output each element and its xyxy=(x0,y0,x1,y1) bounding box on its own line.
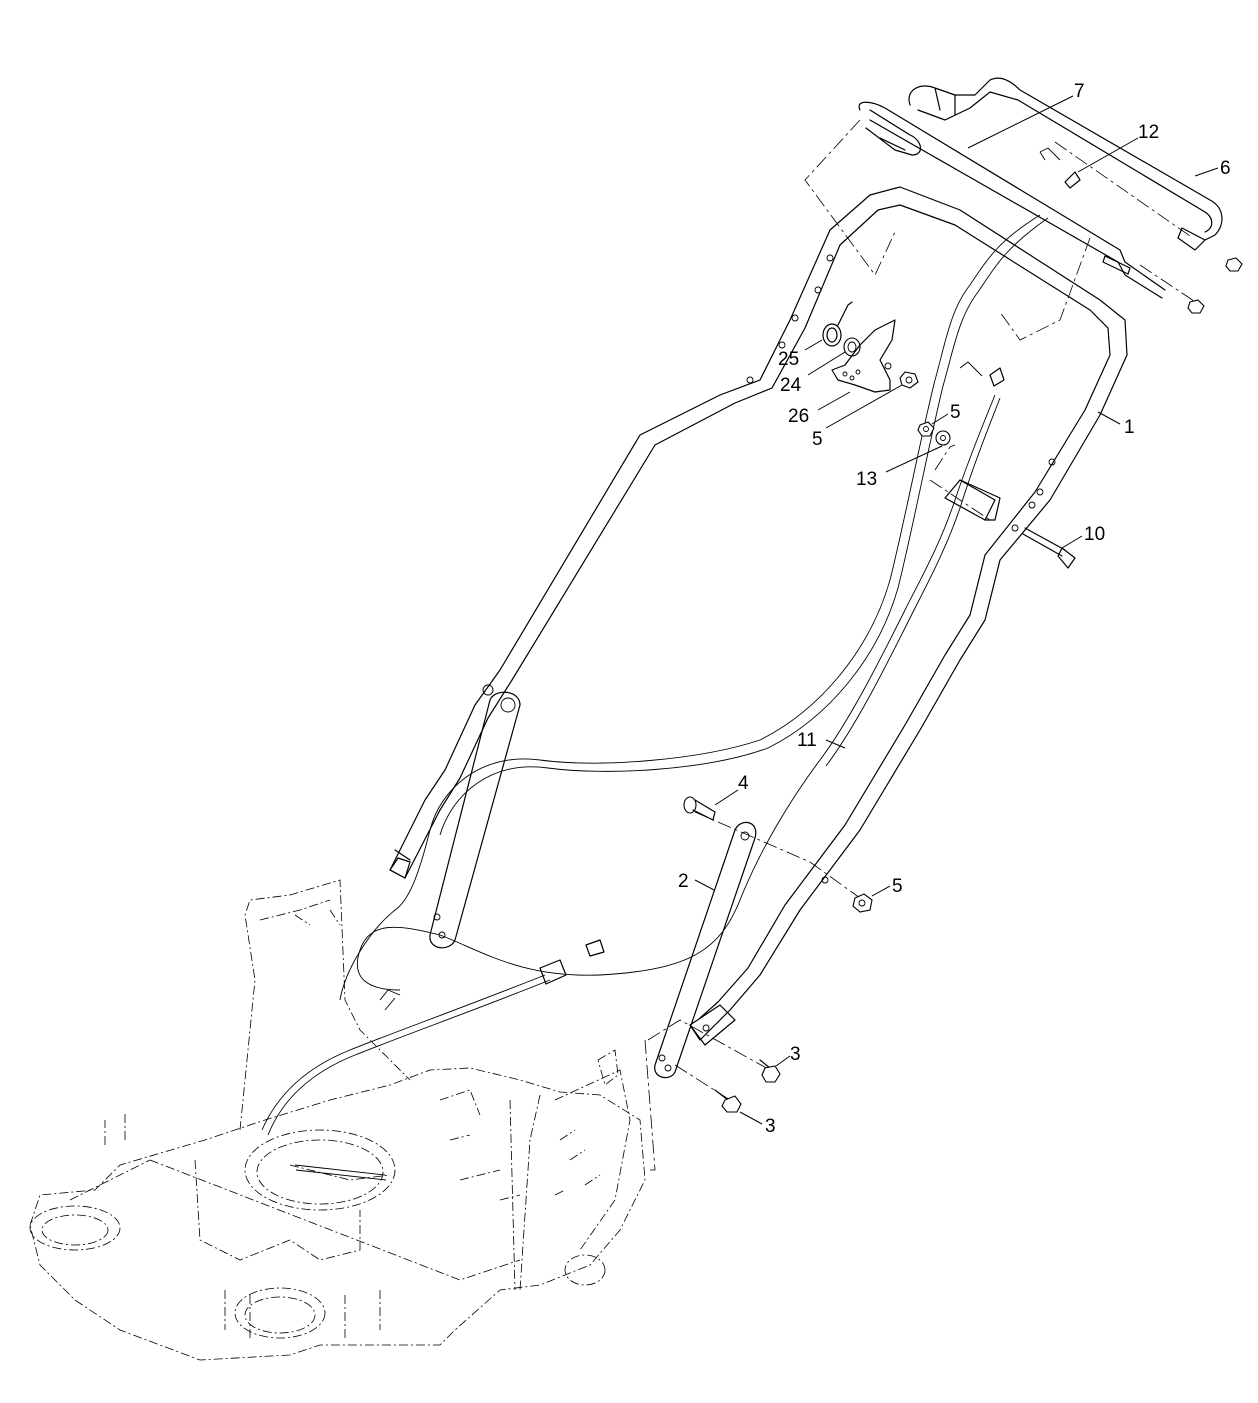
handle-arm-right xyxy=(654,821,757,1079)
handle-frame xyxy=(389,186,1128,1041)
callout-26: 26 xyxy=(788,391,851,427)
callout-10: 10 xyxy=(1061,524,1105,549)
callout-25: 25 xyxy=(778,339,823,370)
callout-1: 1 xyxy=(1097,411,1135,438)
callout-label-26: 26 xyxy=(788,406,809,427)
callout-2: 2 xyxy=(678,871,715,892)
callout-label-7: 7 xyxy=(1074,81,1085,102)
callout-24: 24 xyxy=(780,351,846,396)
callout-label-24: 24 xyxy=(780,375,802,396)
callout-label-10: 10 xyxy=(1084,524,1105,545)
pin-10 xyxy=(1022,527,1076,569)
callout-label-5-upper: 5 xyxy=(812,429,823,450)
callout-label-3-upper: 3 xyxy=(790,1044,801,1065)
callout-label-3-lower: 3 xyxy=(765,1116,776,1137)
bushing xyxy=(843,337,861,357)
control-handle xyxy=(908,77,1223,251)
bolt-3-lower xyxy=(714,1089,742,1113)
spring xyxy=(822,301,853,347)
callout-3-upper: 3 xyxy=(775,1044,801,1067)
callout-3-lower: 3 xyxy=(739,1111,776,1137)
traction-cable xyxy=(356,394,1001,991)
callout-11: 11 xyxy=(797,730,846,751)
callout-5-middle: 5 xyxy=(931,402,961,425)
drive-cable-lower xyxy=(261,939,605,1181)
callout-label-2: 2 xyxy=(678,871,689,892)
callout-label-6: 6 xyxy=(1220,158,1231,179)
callout-12: 12 xyxy=(1077,122,1159,173)
lever-bracket xyxy=(831,319,896,393)
cable-clamp-block xyxy=(944,479,1001,521)
callout-4: 4 xyxy=(714,773,749,806)
callout-label-5-middle: 5 xyxy=(950,402,961,423)
nut-5-lower xyxy=(852,893,873,913)
phantom-guide-lines xyxy=(644,119,1201,1171)
nut-control-handle xyxy=(1102,255,1243,314)
operator-bail xyxy=(858,101,1166,299)
callout-label-12: 12 xyxy=(1138,122,1159,143)
callout-7: 7 xyxy=(967,81,1085,149)
cable-end-bracket-upper xyxy=(959,147,1081,387)
callout-label-25: 25 xyxy=(778,349,799,370)
handle-arm-left xyxy=(429,691,521,949)
callout-6: 6 xyxy=(1194,158,1231,179)
callout-5-upper: 5 xyxy=(812,384,903,450)
control-cable-upper xyxy=(339,214,1049,1001)
mower-deck-phantom xyxy=(29,879,646,1361)
callout-label-4: 4 xyxy=(738,773,749,794)
callout-label-5-lower: 5 xyxy=(892,876,903,897)
handle-lower-left-end xyxy=(389,857,411,879)
callout-13: 13 xyxy=(856,445,943,490)
callout-label-13: 13 xyxy=(856,469,877,490)
callout-label-1: 1 xyxy=(1124,417,1135,438)
nut-5-middle xyxy=(917,421,935,437)
callout-5-lower: 5 xyxy=(871,876,903,897)
nut-5-upper xyxy=(899,371,919,389)
bolt-4 xyxy=(683,796,716,821)
callout-label-11: 11 xyxy=(797,730,817,751)
bolt-3-upper xyxy=(759,1059,781,1083)
washer-13 xyxy=(935,430,951,446)
